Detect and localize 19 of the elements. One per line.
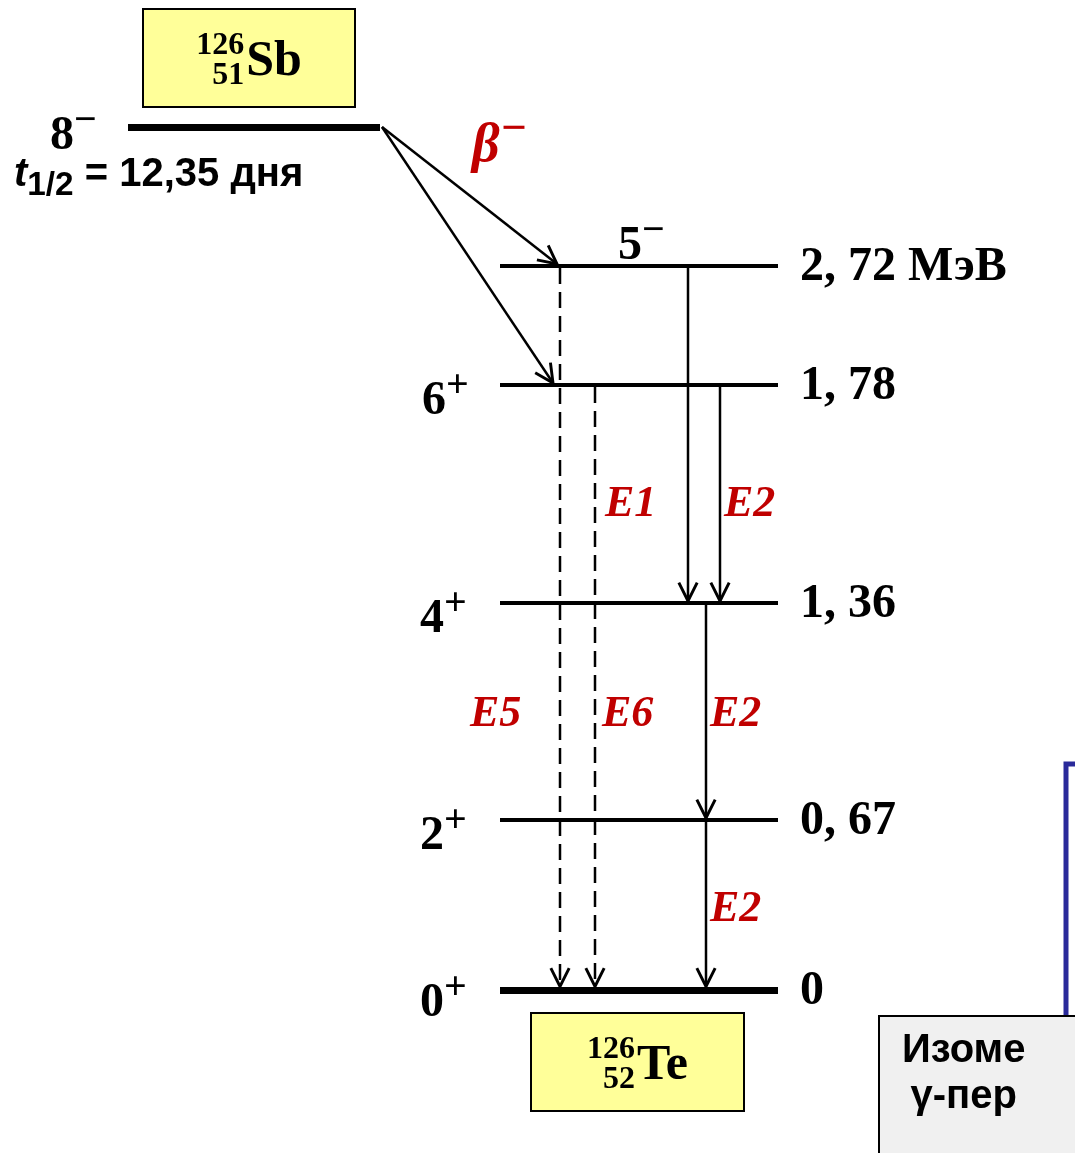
energy-value: 1, 78 bbox=[800, 359, 896, 407]
decay-arrow bbox=[380, 126, 555, 385]
transition-arrow bbox=[677, 268, 699, 603]
spin-parity: 5$^{−}$ bbox=[618, 205, 665, 267]
spin-parity: 0$^{+}$ bbox=[420, 962, 467, 1024]
spin-parity: 2$^{+}$ bbox=[420, 795, 467, 857]
transition-arrow bbox=[584, 387, 606, 988]
energy-value: 2, 72 МэВ bbox=[800, 240, 1007, 288]
transition-arrow bbox=[695, 605, 717, 820]
transition-arrow bbox=[549, 268, 571, 988]
energy-value: 0 bbox=[800, 964, 824, 1012]
decay-arrow bbox=[381, 126, 559, 266]
note-box: Изоме γ-пер bbox=[878, 1015, 1075, 1153]
transition-arrow bbox=[695, 822, 717, 988]
spin-parity: 6$^{+}$ bbox=[422, 360, 469, 422]
spin-parity: 4$^{+}$ bbox=[420, 578, 467, 640]
transition-arrow bbox=[709, 387, 731, 603]
energy-value: 0, 67 bbox=[800, 794, 896, 842]
energy-value: 1, 36 bbox=[800, 577, 896, 625]
